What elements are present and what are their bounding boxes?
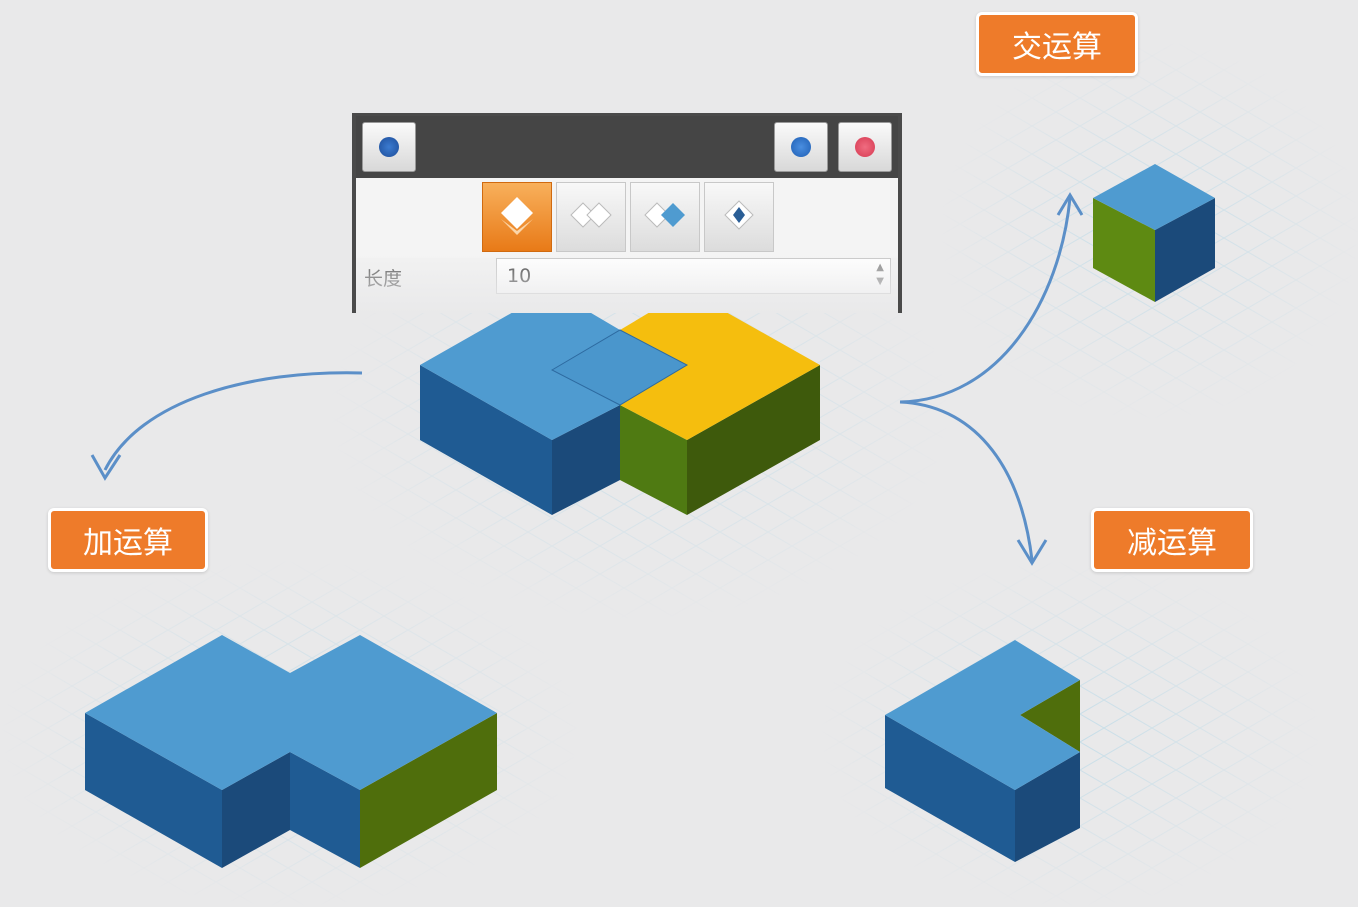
cancel-button[interactable] [838, 122, 892, 172]
confirm-button[interactable] [774, 122, 828, 172]
blue-block-front-left [420, 365, 552, 515]
info-icon [379, 137, 399, 157]
arrow-to-intersect [899, 192, 1084, 404]
union-mode-icon [501, 197, 533, 235]
arrow-to-subtract [899, 400, 1048, 566]
union-tag: 加运算 [48, 508, 208, 572]
info-button[interactable] [362, 122, 416, 172]
union-mode-button[interactable] [482, 182, 552, 252]
source-shapes [420, 290, 820, 515]
subtract-mode-icon [570, 202, 612, 228]
split-mode-icon [724, 200, 754, 230]
intersect-result [1093, 164, 1215, 302]
arrow-to-union [90, 371, 363, 481]
blue-block-front-right [552, 405, 620, 515]
yellow-block-front-left [620, 405, 687, 515]
split-mode-button[interactable] [704, 182, 774, 252]
union-result [85, 635, 497, 868]
intersect-mode-button[interactable] [630, 182, 700, 252]
panel-titlebar [356, 116, 898, 178]
yellow-block-front-right [687, 365, 820, 515]
intersect-mode-icon [644, 202, 685, 228]
mode-toolbar [356, 178, 898, 258]
subtract-mode-button[interactable] [556, 182, 626, 252]
subtract-result [885, 640, 1080, 862]
intersect-tag: 交运算 [976, 12, 1138, 76]
yellow-block-top [620, 290, 820, 440]
confirm-icon [791, 137, 811, 157]
blue-block-top [420, 290, 620, 440]
cancel-icon [855, 137, 875, 157]
subtract-tag: 减运算 [1091, 508, 1253, 572]
panel-fade [356, 253, 898, 313]
boolean-tool-panel: 长度 10 ▲▼ [352, 113, 902, 313]
overlap-region [550, 329, 689, 406]
